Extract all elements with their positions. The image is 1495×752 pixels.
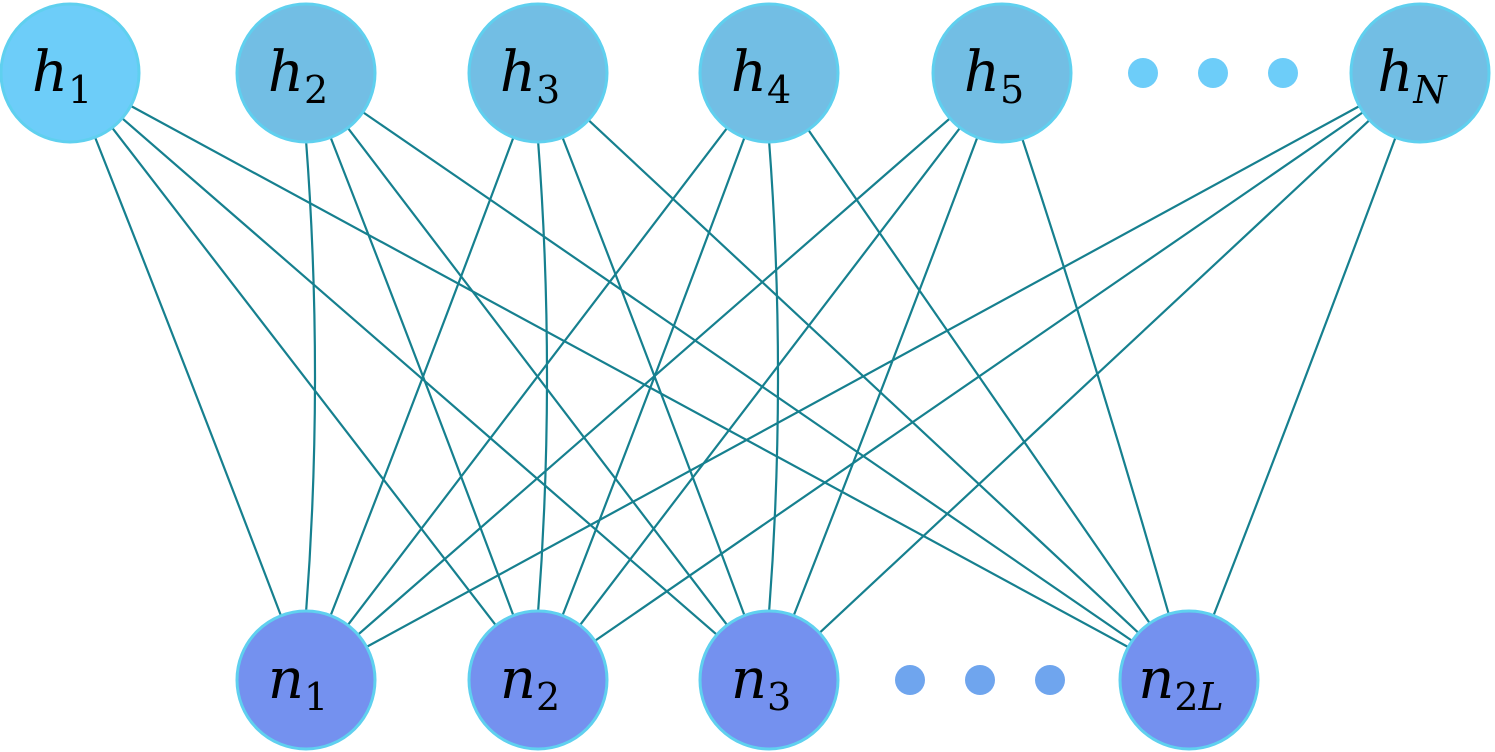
hidden-node-circle [698,2,840,144]
visible-node-n2: n2 [467,609,609,751]
edge-h1-n2 [110,125,498,628]
visible-node-label: n2 [500,647,560,719]
hidden-node-label: h4 [731,40,791,112]
hidden-node-circle [235,2,377,144]
hidden-node-circle [0,2,141,144]
visible-node-circle [467,609,609,751]
hidden-node-h4: h4 [698,2,840,144]
edge-h2-n1 [304,139,317,614]
visible-node-n2L: n2L [1118,609,1260,751]
visible-ellipsis-dot-1 [895,665,925,695]
edge-h5-n2 [577,125,963,628]
hidden-node-label: hN [1377,40,1448,112]
hidden-node-label: h3 [500,40,560,112]
edge-h2-n2L [360,110,1135,643]
edge-hN-n2L [1211,135,1398,618]
hidden-node-circle [1349,2,1491,144]
hidden-node-label: h1 [32,40,92,112]
edge-h4-n3 [767,139,780,614]
visible-node-n3: n3 [698,609,840,751]
hidden-node-label: h2 [268,40,328,112]
hidden-node-h3: h3 [467,2,609,144]
visible-ellipsis-dot-2 [965,665,995,695]
visible-ellipsis-dot-3 [1035,665,1065,695]
edges-layer [93,103,1398,650]
edge-hN-n1 [364,104,1362,649]
edge-h5-n1 [355,116,953,637]
visible-node-circle [235,609,377,751]
hidden-node-circle [931,2,1073,144]
hidden-node-h5: h5 [931,2,1073,144]
visible-node-label: n3 [731,647,791,719]
visible-node-label: n2L [1138,647,1224,719]
edge-h5-n3 [791,135,980,618]
hidden-node-label: h5 [964,40,1024,112]
edge-h1-n2L [128,103,1131,650]
visible-node-n1: n1 [235,609,377,751]
visible-node-circle [698,609,840,751]
edge-h1-n3 [119,116,720,637]
hidden-node-h1: h1 [0,2,141,144]
hidden-ellipsis-dot-3 [1268,58,1298,88]
hidden-node-h2: h2 [235,2,377,144]
hidden-ellipsis-dot-1 [1128,58,1158,88]
hidden-node-hN: hN [1349,2,1491,144]
ellipsis-layer [895,58,1298,695]
edge-h3-n2 [536,139,549,614]
visible-node-circle [1118,609,1260,751]
hidden-node-circle [467,2,609,144]
edge-hN-n3 [817,117,1372,636]
edge-h1-n1 [93,134,283,618]
edge-h5-n2L [1020,136,1171,617]
edge-h4-n1 [345,125,730,628]
edge-h3-n1 [328,135,516,618]
hidden-ellipsis-dot-2 [1198,58,1228,88]
edge-hN-n2 [592,110,1366,643]
visible-node-label: n1 [268,647,328,719]
